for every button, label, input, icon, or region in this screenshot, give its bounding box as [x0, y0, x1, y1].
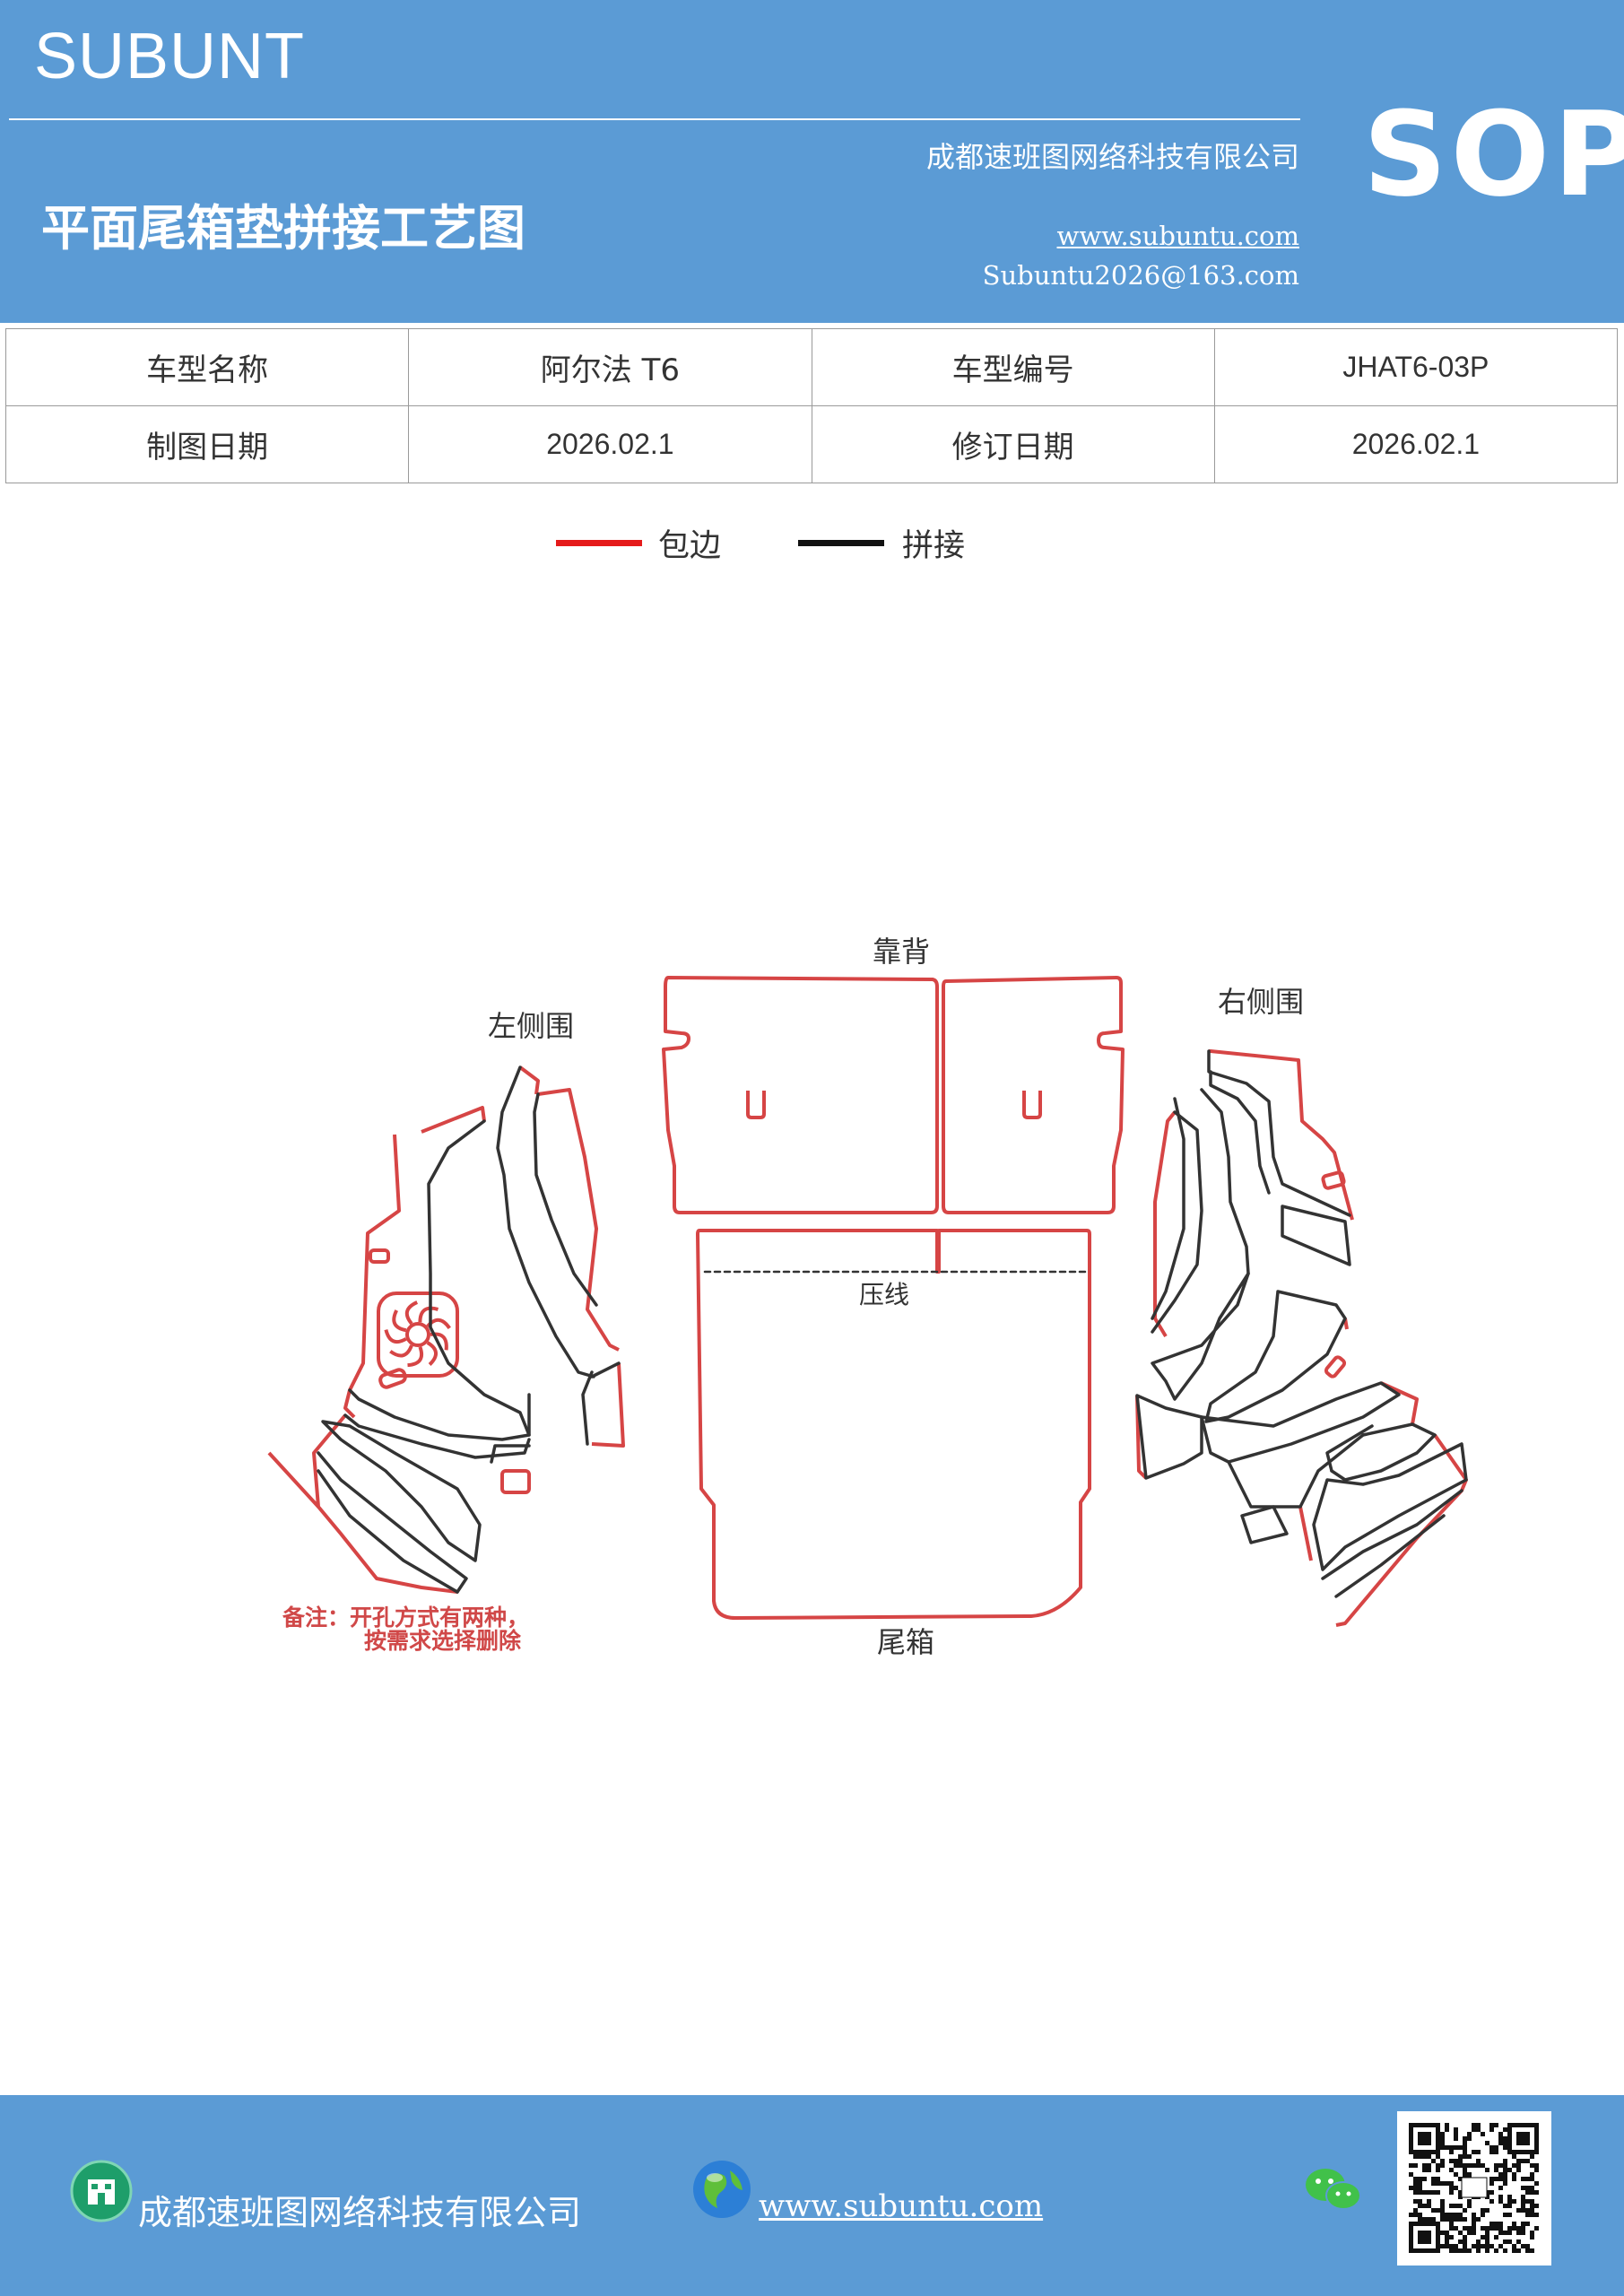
- legend-label-edge: 包边: [658, 528, 722, 564]
- left-side-fan-center: [405, 1322, 430, 1347]
- left-side-seam: [496, 1065, 595, 1378]
- qr-code-icon[interactable]: [1397, 2111, 1551, 2266]
- brand-name: SUBUNT: [34, 21, 306, 92]
- fan-blade: [389, 1344, 413, 1358]
- right-side-seam: [1240, 1505, 1289, 1544]
- building-icon: [70, 2160, 133, 2222]
- left-side-outer-edge: [343, 1134, 401, 1419]
- fan-blade: [392, 1309, 407, 1333]
- right-side-seam: [1151, 1272, 1250, 1401]
- left-side-outer-edge: [267, 1451, 320, 1509]
- right-side-outer-edge: [1380, 1381, 1419, 1425]
- left-side-seam: [321, 1420, 482, 1562]
- legend-swatch-edge: [556, 540, 642, 546]
- fan-blade: [384, 1329, 407, 1344]
- label-revision-date: 修订日期: [811, 405, 1215, 483]
- left-side-hole: [369, 1248, 390, 1264]
- right-side-seam: [1227, 1433, 1365, 1509]
- right-side-outer-edge: [1335, 1433, 1468, 1627]
- left-side-outer-edge: [591, 1362, 625, 1448]
- backrest-right-tab: [1022, 1091, 1042, 1119]
- right-side-seam: [1151, 1110, 1203, 1334]
- fan-blade: [426, 1341, 438, 1366]
- header-website-link[interactable]: www.subuntu.com: [1056, 221, 1299, 251]
- backrest-left-tab: [746, 1091, 766, 1119]
- label-left-side: 左侧围: [488, 1009, 574, 1043]
- left-side-seam: [533, 1092, 598, 1307]
- footer-banner: 成都速班图网络科技有限公司 www.subuntu.com: [0, 2095, 1624, 2296]
- footer-website-link[interactable]: www.subuntu.com: [759, 2188, 1044, 2224]
- right-side-seam: [1330, 1422, 1437, 1482]
- label-backrest: 靠背: [873, 935, 930, 969]
- fan-blade: [418, 1306, 439, 1323]
- right-side-seam: [1281, 1205, 1351, 1266]
- label-trunk: 尾箱: [877, 1625, 934, 1659]
- table-row: 制图日期 2026.02.1 修订日期 2026.02.1: [4, 405, 1619, 483]
- vehicle-info-table: 车型名称 阿尔法 T6 车型编号 JHAT6-03P 制图日期 2026.02.…: [4, 328, 1619, 483]
- right-side-seam: [1321, 1489, 1463, 1580]
- left-side-outer-edge: [518, 1065, 540, 1095]
- right-side-outer-edge: [1209, 1049, 1354, 1221]
- right-side-hole: [1321, 1170, 1346, 1190]
- backrest-right-panel: [942, 976, 1125, 1214]
- left-side-fan-panel: [377, 1292, 459, 1378]
- right-side-seam: [1200, 1088, 1250, 1275]
- right-side-seam: [1334, 1514, 1446, 1598]
- header-company: 成都速班图网络科技有限公司: [925, 140, 1299, 174]
- value-model-code: JHAT6-03P: [1213, 328, 1619, 406]
- header-divider: [9, 118, 1300, 120]
- fan-blade: [404, 1300, 419, 1326]
- legend-label-seam: 拼接: [902, 528, 966, 564]
- right-side-seam: [1207, 1049, 1351, 1217]
- label-drawing-date: 制图日期: [4, 405, 410, 483]
- right-side-seam: [1151, 1097, 1185, 1320]
- fan-blade: [407, 1346, 424, 1368]
- right-side-seam: [1204, 1290, 1347, 1423]
- document-title: 平面尾箱垫拼接工艺图: [41, 200, 525, 257]
- right-side-seam: [1209, 1070, 1271, 1195]
- right-side-seam: [1312, 1442, 1468, 1571]
- trunk-floor-panel: [696, 1229, 1091, 1620]
- note-line-1: 备注：开孔方式有两种，: [282, 1605, 529, 1631]
- value-model-name: 阿尔法 T6: [408, 328, 812, 406]
- value-drawing-date: 2026.02.1: [408, 405, 812, 483]
- left-side-outer-edge: [421, 1106, 486, 1134]
- right-side-hole: [1324, 1355, 1347, 1378]
- footer-company: 成都速班图网络科技有限公司: [138, 2193, 582, 2232]
- legend: 包边 拼接: [0, 522, 1624, 576]
- left-side-seam: [490, 1444, 531, 1464]
- right-side-seam: [1325, 1424, 1374, 1473]
- left-side-outer-edge: [312, 1413, 458, 1594]
- right-side-seam: [1135, 1394, 1203, 1480]
- left-side-hole: [500, 1469, 531, 1494]
- wechat-icon[interactable]: [1302, 2163, 1365, 2217]
- backrest-left-panel: [662, 976, 939, 1214]
- header-banner: SUBUNT 成都速班图网络科技有限公司 平面尾箱垫拼接工艺图 www.subu…: [0, 0, 1624, 323]
- label-crease: 压线: [859, 1280, 909, 1309]
- globe-icon: [693, 2161, 751, 2218]
- right-side-seam: [1200, 1381, 1401, 1464]
- left-side-seam: [317, 1451, 468, 1594]
- value-revision-date: 2026.02.1: [1213, 405, 1619, 483]
- legend-swatch-seam: [798, 540, 884, 546]
- table-row: 车型名称 阿尔法 T6 车型编号 JHAT6-03P: [4, 328, 1619, 406]
- left-side-seam: [317, 1469, 459, 1594]
- left-side-outer-edge: [537, 1088, 620, 1352]
- left-side-seam: [427, 1119, 531, 1437]
- right-side-outer-edge: [1298, 1506, 1313, 1561]
- left-side-seam: [590, 1361, 621, 1378]
- right-side-outer-edge: [1135, 1395, 1148, 1480]
- label-model-code: 车型编号: [811, 328, 1215, 406]
- label-right-side: 右侧围: [1218, 985, 1304, 1019]
- left-side-fan-blades: [384, 1300, 451, 1368]
- left-side-seam: [348, 1388, 531, 1441]
- left-side-seam: [581, 1370, 594, 1446]
- sop-badge: SOP: [1363, 86, 1624, 222]
- left-side-seam: [343, 1413, 531, 1459]
- label-model-name: 车型名称: [4, 328, 410, 406]
- header-email: Subuntu2026@163.com: [982, 260, 1299, 291]
- note-line-2: 按需求选择删除: [364, 1628, 522, 1654]
